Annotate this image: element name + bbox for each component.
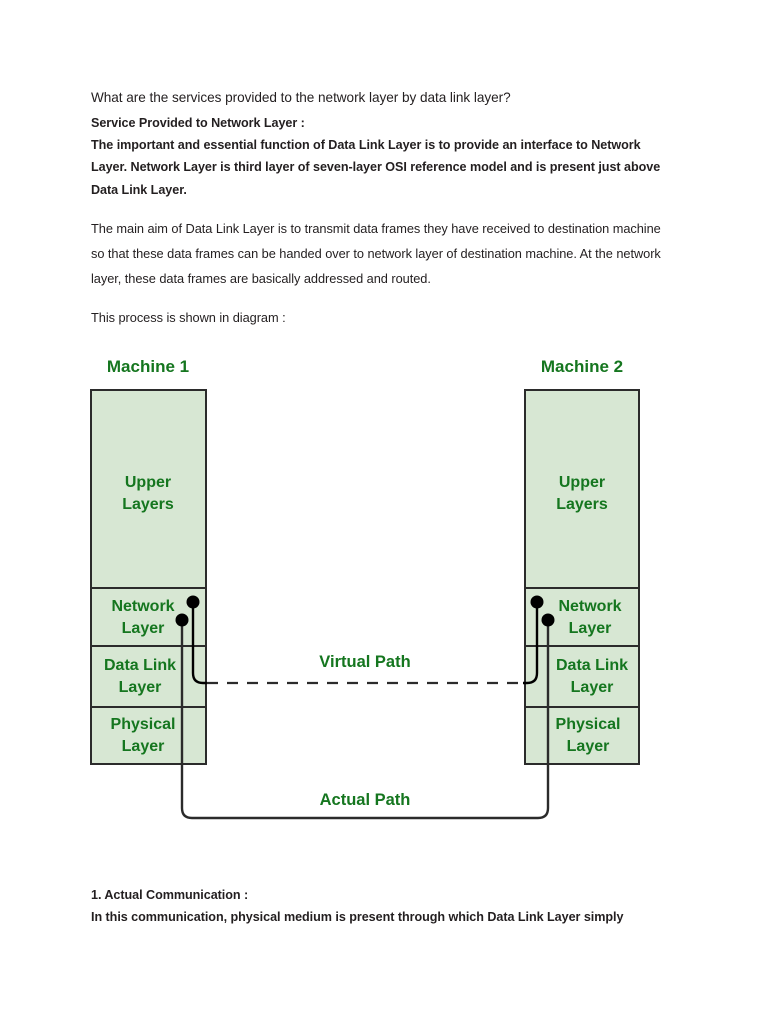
document-body: What are the services provided to the ne…: [91, 88, 677, 331]
body-paragraph-2: This process is shown in diagram :: [91, 310, 286, 326]
left-layer-network-label-line2: Layer: [122, 620, 165, 637]
right-layer-upper-box: [524, 389, 640, 589]
left-actual-connector-line: [180, 620, 195, 820]
left-virtual-connector-line: [191, 602, 207, 685]
right-layer-network-label-line1: Network: [558, 598, 621, 615]
right-layer-network-box: [524, 587, 640, 647]
right-layer-datalink-label-line1: Data Link: [556, 657, 628, 674]
right-layer-network-label-line2: Layer: [569, 620, 612, 637]
left-layer-network-label-line1: Network: [111, 598, 174, 615]
left-layer-network-box: [90, 587, 207, 647]
left-connectors: [175, 595, 207, 820]
right-actual-connector-line: [535, 620, 550, 820]
right-layer-physical-label-line2: Layer: [567, 738, 610, 755]
right-layer-datalink-label-line2: Layer: [571, 679, 614, 696]
footer-heading: 1. Actual Communication :: [91, 888, 249, 902]
left-layer-upper-label-line2: Layers: [122, 496, 174, 513]
document-footer: 1. Actual Communication : In this commun…: [91, 884, 691, 929]
intro-bold-paragraph: The important and essential function of …: [91, 138, 661, 197]
right-connectors: [523, 595, 555, 820]
subheading: Service Provided to Network Layer :: [91, 115, 305, 130]
left-layer-datalink-label-line1: Data Link: [104, 657, 176, 674]
page-title: What are the services provided to the ne…: [91, 90, 511, 105]
right-layer-upper-label-line2: Layers: [556, 496, 608, 513]
footer-paragraph: In this communication, physical medium i…: [91, 910, 624, 925]
virtual-path-label: Virtual Path: [319, 653, 410, 671]
left-layer-datalink-label-line2: Layer: [119, 679, 162, 696]
right-virtual-connector-dot: [530, 595, 544, 609]
osi-layer-diagram: Machine 1 Machine 2 Upper Layers Network…: [0, 340, 768, 840]
machine-2-title: Machine 2: [541, 357, 623, 376]
right-layer-upper-label-line1: Upper: [559, 474, 605, 491]
machine-1-title: Machine 1: [107, 357, 189, 376]
left-actual-connector-dot: [175, 613, 189, 627]
body-paragraph-1: The main aim of Data Link Layer is to tr…: [91, 221, 661, 287]
right-actual-connector-dot: [541, 613, 555, 627]
machine-2-stack: Upper Layers Network Layer Data Link Lay…: [524, 389, 640, 765]
left-layer-upper-box: [90, 389, 207, 589]
left-layer-physical-label-line2: Layer: [122, 738, 165, 755]
left-layer-datalink-box: [90, 645, 207, 708]
diagram-canvas: Machine 1 Machine 2 Upper Layers Network…: [90, 357, 640, 820]
right-layer-physical-label-line1: Physical: [556, 716, 621, 733]
left-layer-physical-box: [90, 706, 207, 765]
right-layer-physical-box: [524, 706, 640, 765]
actual-path-label: Actual Path: [320, 791, 411, 809]
right-virtual-connector-line: [523, 602, 539, 685]
right-layer-datalink-box: [524, 645, 640, 708]
left-layer-physical-label-line1: Physical: [111, 716, 176, 733]
left-virtual-connector-dot: [186, 595, 200, 609]
machine-1-stack: Upper Layers Network Layer Data Link Lay…: [90, 389, 207, 765]
left-layer-upper-label-line1: Upper: [125, 474, 171, 491]
